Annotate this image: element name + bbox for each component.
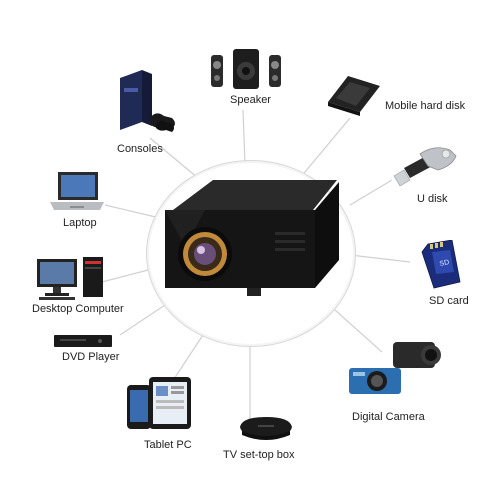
tablet-pc-icon bbox=[127, 377, 191, 429]
tablet-pc-label: Tablet PC bbox=[144, 439, 192, 451]
desktop-computer-label: Desktop Computer bbox=[32, 303, 124, 315]
svg-text:SD: SD bbox=[439, 259, 450, 268]
speaker-label: Speaker bbox=[230, 94, 271, 106]
usb-drive-icon bbox=[393, 147, 457, 187]
speaker-icon bbox=[211, 49, 281, 89]
dvd-player-icon bbox=[54, 335, 112, 347]
laptop-icon bbox=[50, 172, 104, 210]
sd-card-icon: SD bbox=[421, 240, 461, 289]
digital-camera-label: Digital Camera bbox=[352, 411, 425, 423]
tv-set-top-box-icon bbox=[240, 417, 292, 440]
digital-camera-icon bbox=[349, 342, 441, 394]
sd-card-label: SD card bbox=[429, 295, 469, 307]
mobile-hard-disk-icon bbox=[328, 76, 380, 116]
mobile-hard-disk-label: Mobile hard disk bbox=[385, 100, 466, 112]
tv-set-top-box-label: TV set-top box bbox=[223, 449, 295, 461]
desktop-computer-icon bbox=[37, 257, 103, 300]
projector-image bbox=[165, 180, 339, 296]
u-disk-label: U disk bbox=[417, 193, 448, 205]
dvd-player-label: DVD Player bbox=[62, 351, 120, 363]
consoles-label: Consoles bbox=[117, 143, 163, 155]
game-console-icon bbox=[120, 70, 175, 132]
laptop-label: Laptop bbox=[63, 217, 97, 229]
